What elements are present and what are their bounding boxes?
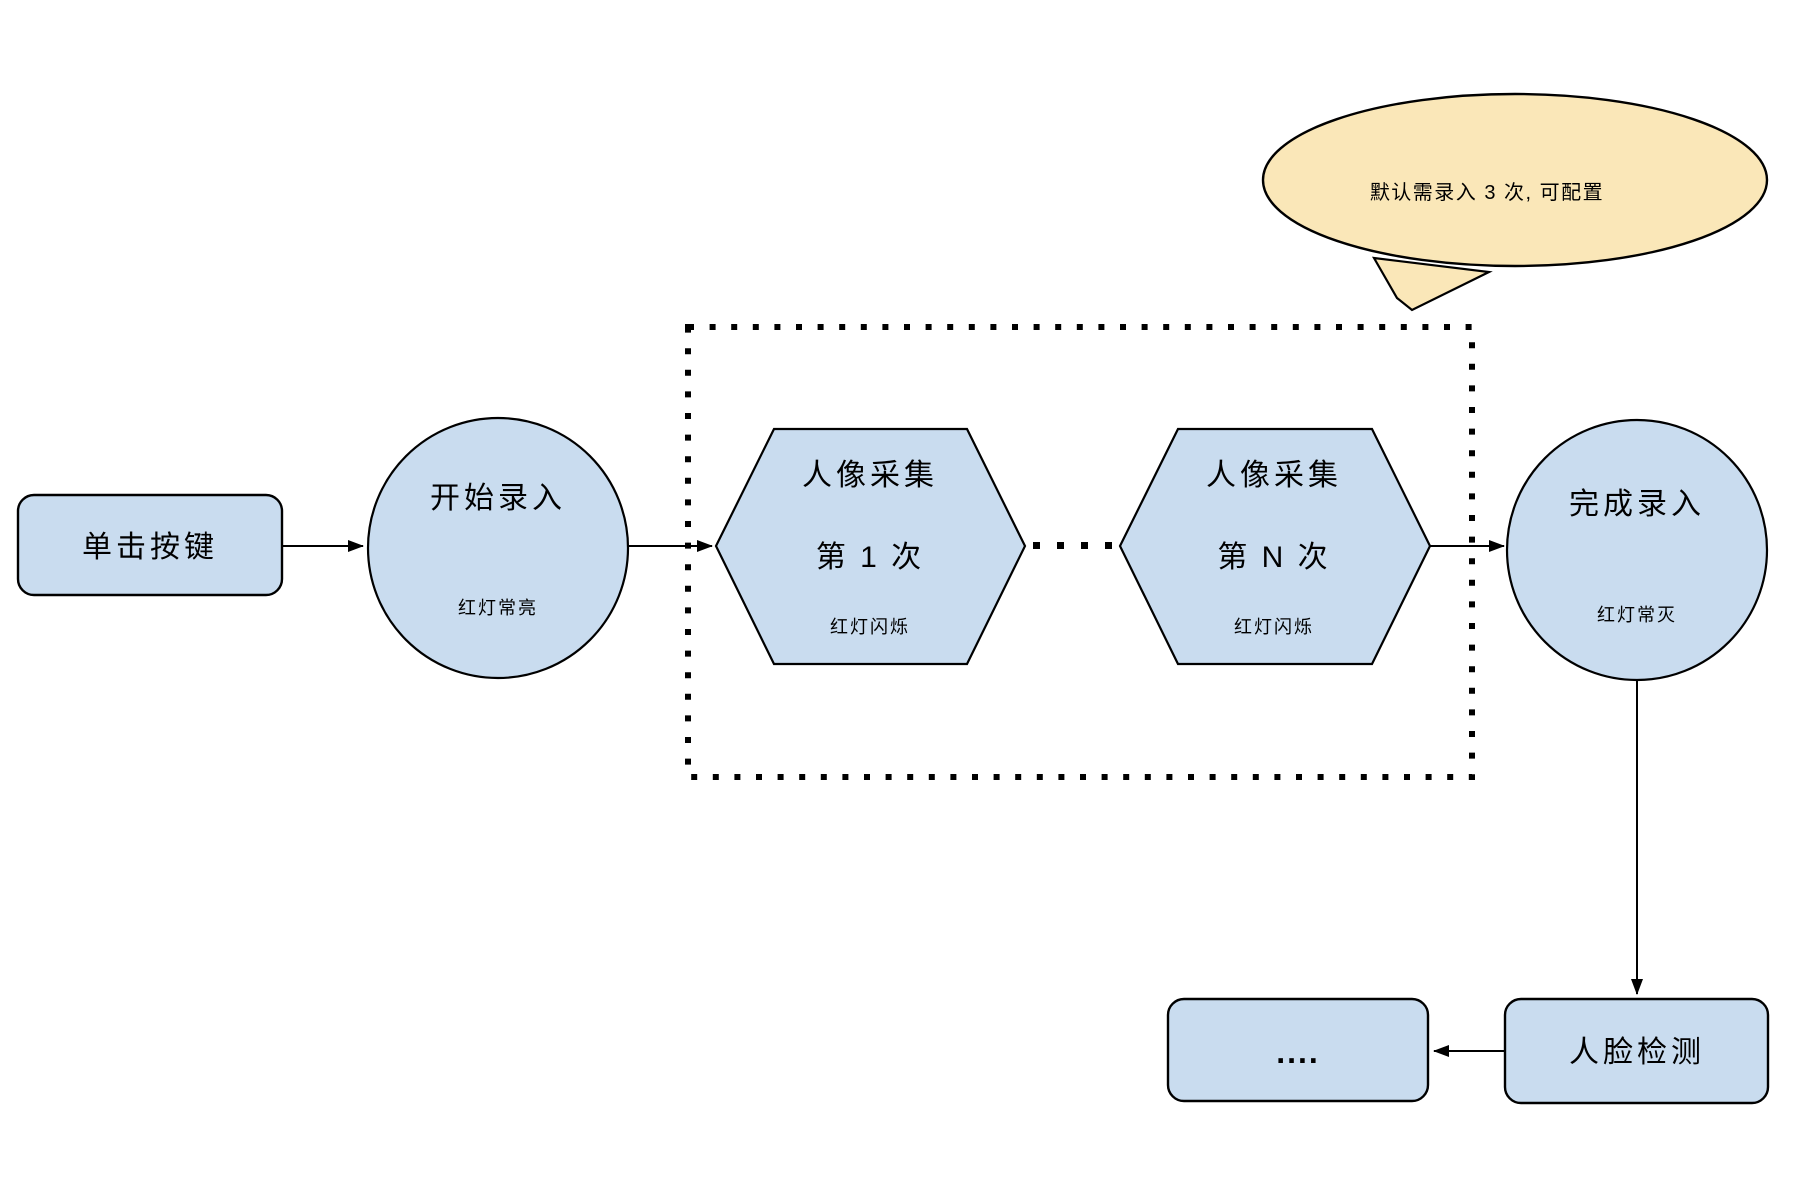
capture-first-status: 红灯闪烁 (830, 617, 910, 637)
capture-first-shape (714, 427, 1027, 666)
more-node: .... (1166, 997, 1430, 1103)
repeat-region-dotted-border (685, 324, 1475, 780)
capture-first-title: 人像采集 (802, 459, 938, 492)
face-detect-label: 人脸检测 (1569, 1036, 1705, 1069)
finish-enroll-status: 红灯常灭 (1597, 605, 1677, 625)
finish-enroll-node: 完成录入 红灯常灭 (1505, 418, 1769, 682)
start-enroll-status: 红灯常亮 (458, 598, 538, 618)
click-key-label: 单击按键 (82, 531, 218, 564)
capture-first-hexagon: 人像采集 第 1 次 红灯闪烁 (714, 427, 1027, 666)
capture-nth-status: 红灯闪烁 (1234, 617, 1314, 637)
click-key-box (16, 493, 284, 597)
finish-enroll-circle (1505, 418, 1769, 682)
capture-nth-hexagon: 人像采集 第 N 次 红灯闪烁 (1118, 427, 1432, 666)
callout-bubble: 默认需录入 3 次, 可配置 (1261, 92, 1769, 312)
capture-nth-count: 第 N 次 (1217, 541, 1330, 574)
start-enroll-title: 开始录入 (430, 482, 566, 515)
repeat-ellipsis-dots (1033, 542, 1112, 549)
click-key-node: 单击按键 (16, 493, 284, 597)
face-detect-box (1503, 997, 1770, 1105)
callout-tail (1371, 256, 1493, 312)
capture-nth-shape (1118, 427, 1432, 666)
callout-label: 默认需录入 3 次, 可配置 (1370, 181, 1604, 204)
callout-ellipse (1261, 92, 1769, 268)
face-detect-node: 人脸检测 (1503, 997, 1770, 1105)
finish-enroll-title: 完成录入 (1569, 488, 1705, 521)
capture-nth-title: 人像采集 (1206, 459, 1342, 492)
capture-first-count: 第 1 次 (816, 541, 924, 574)
more-box (1166, 997, 1430, 1103)
start-enroll-circle (366, 416, 630, 680)
more-label: .... (1276, 1034, 1320, 1070)
start-enroll-node: 开始录入 红灯常亮 (366, 416, 630, 680)
